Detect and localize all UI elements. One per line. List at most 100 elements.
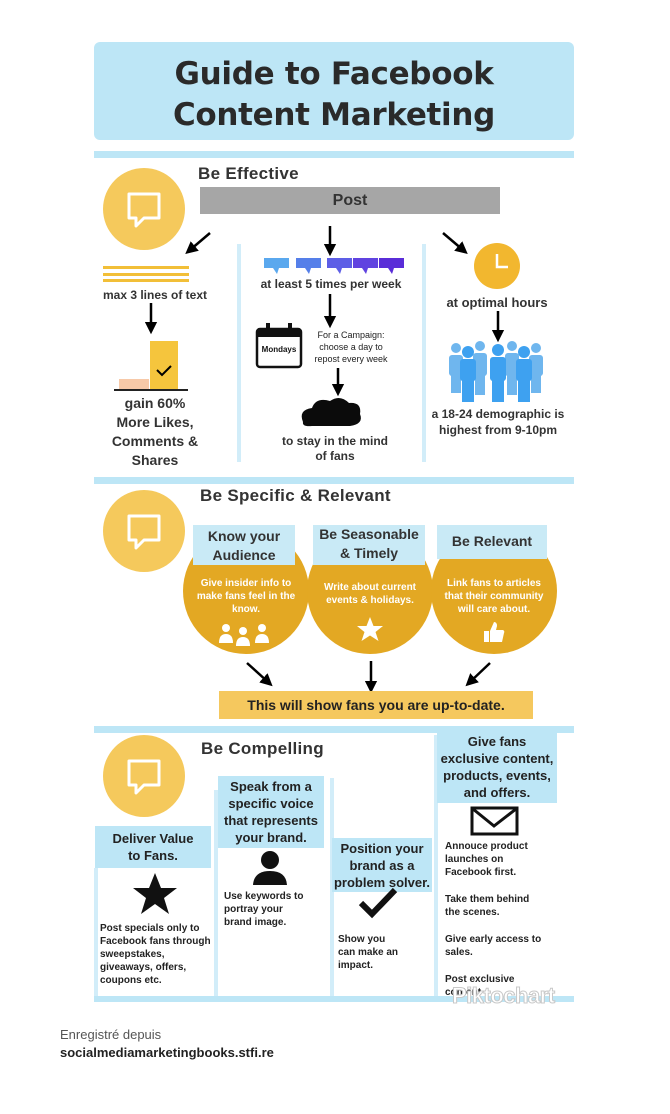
result-line: Comments & [111,433,199,449]
card-label-line: Be Seasonable [319,526,419,542]
calendar-icon: Mondays [261,345,297,354]
card-text-line: Write about current [323,582,417,593]
text-line: can make an [338,947,399,958]
saved-from-label: Enregistré depuis [60,1027,162,1042]
box-line: problem solver. [333,875,431,890]
text-line: Post exclusive [445,974,515,985]
section-heading-effective: Be Effective [198,164,299,183]
text-line: sweepstakes, [100,949,165,960]
piktochart-watermark: Piktochart [452,983,556,1009]
text-line: sales. [445,947,473,958]
card-label-line: & Timely [339,545,399,561]
box-line: exclusive content, [440,751,554,766]
campaign-text: For a Campaign: choose a day to repost e… [306,329,396,365]
exclusive-content-box: Give fans exclusive content, products, e… [437,731,557,803]
campaign-line: For a Campaign: [317,330,385,340]
card-text-line: Give insider info to [200,578,292,589]
demo-line: highest from 9-10pm [438,423,558,437]
mind-line: to stay in the mind [281,434,388,448]
max-lines-text: max 3 lines of text [102,288,208,302]
title-banner [94,42,574,140]
box-line: brand as a [349,858,415,873]
card-text-line: events & holidays. [326,595,414,606]
section3-graphics [133,806,519,919]
problem-solver-box: Position your brand as a problem solver. [332,838,432,892]
column-edge [94,868,98,996]
section-heading-specific: Be Specific & Relevant [200,486,391,505]
box-line: Speak from a [230,779,312,794]
mind-line: of fans [315,449,355,463]
text-line: launches on [445,854,504,865]
demographic-text: a 18-24 demographic is highest from 9-10… [426,406,570,438]
card-text: Give insider info to make fans feel in t… [187,577,305,616]
text-line: Show you [338,934,386,945]
bottom-border [94,996,574,1002]
card-text: Link fans to articles that their communi… [435,577,553,616]
box-line: Give fans [467,734,527,749]
box-line: Position your [340,841,424,856]
text-line: giveaways, offers, [100,962,187,973]
speech-bubble-icon [103,168,185,250]
speak-voice-box: Speak from a specific voice that represe… [218,776,324,848]
title-line-2: Content Marketing [172,97,496,133]
box-line: Deliver Value [112,831,194,846]
checkmark-icon [358,887,398,919]
box-line: to Fans. [128,848,178,863]
card-label: Be Seasonable & Timely [313,525,425,565]
column-divider [422,244,426,462]
text-line: Facebook first. [445,867,517,878]
box-line: that represents [224,813,318,828]
page-title: Guide to Facebook Content Marketing [94,54,574,136]
card-text-line: will care about. [457,604,531,615]
text-line: impact. [338,960,374,971]
column-divider [214,790,218,996]
title-line-1: Guide to Facebook [174,56,494,92]
speech-bubble-icon [103,735,185,817]
person-icon [253,851,287,885]
box-line: your brand. [235,830,307,845]
column-divider [237,244,241,462]
card-label: Be Relevant [437,525,547,559]
optimal-hours-text: at optimal hours [446,295,548,310]
text-line: the scenes. [445,907,500,918]
section-divider [94,151,574,158]
section-heading-compelling: Be Compelling [201,739,324,758]
campaign-line: repost every week [314,354,388,364]
text-line: brand image. [224,917,287,928]
card-label-line: Audience [212,547,276,563]
text-line: Use keywords to [224,891,304,902]
section-divider [94,477,574,484]
text-line: coupons etc. [100,975,162,986]
text-line: Give early access to [445,934,542,945]
result-line: gain 60% [124,395,186,411]
card-text-line: make fans feel in the [196,591,296,602]
card-text-line: know. [232,604,260,615]
likes-result: gain 60% More Likes, Comments & Shares [96,394,214,470]
card-label-line: Know your [207,528,281,544]
text-line: Annouce product [445,841,528,852]
result-line: Shares [131,452,179,468]
section1-graphics [103,226,543,427]
frequency-text: at least 5 times per week [260,277,402,291]
speech-bubble-icon [103,490,185,572]
envelope-icon [470,806,519,836]
campaign-line: choose a day to [319,342,383,352]
up-to-date-banner: This will show fans you are up-to-date. [219,691,533,719]
thumbs-up-icon [484,622,505,642]
card-text-line: Link fans to articles [447,578,541,589]
star-icon [133,873,177,914]
card-text: Write about current events & holidays. [311,581,429,607]
demo-line: a 18-24 demographic is [431,407,565,421]
deliver-value-text: Post specials only to Facebook fans thro… [100,922,215,987]
section-divider [94,726,574,733]
source-link[interactable]: socialmediamarketingbooks.stfi.re [60,1045,274,1060]
deliver-value-box: Deliver Value to Fans. [95,826,211,868]
card-label: Know your Audience [193,525,295,565]
box-line: specific voice [228,796,314,811]
people-icon [219,624,269,646]
text-line: portray your [224,904,283,915]
text-line: content [445,987,482,998]
text-line: Facebook fans through [100,936,211,947]
exclusive-content-text: Annouce product launches on Facebook fir… [445,840,563,999]
card-text-line: that their community [444,591,544,602]
